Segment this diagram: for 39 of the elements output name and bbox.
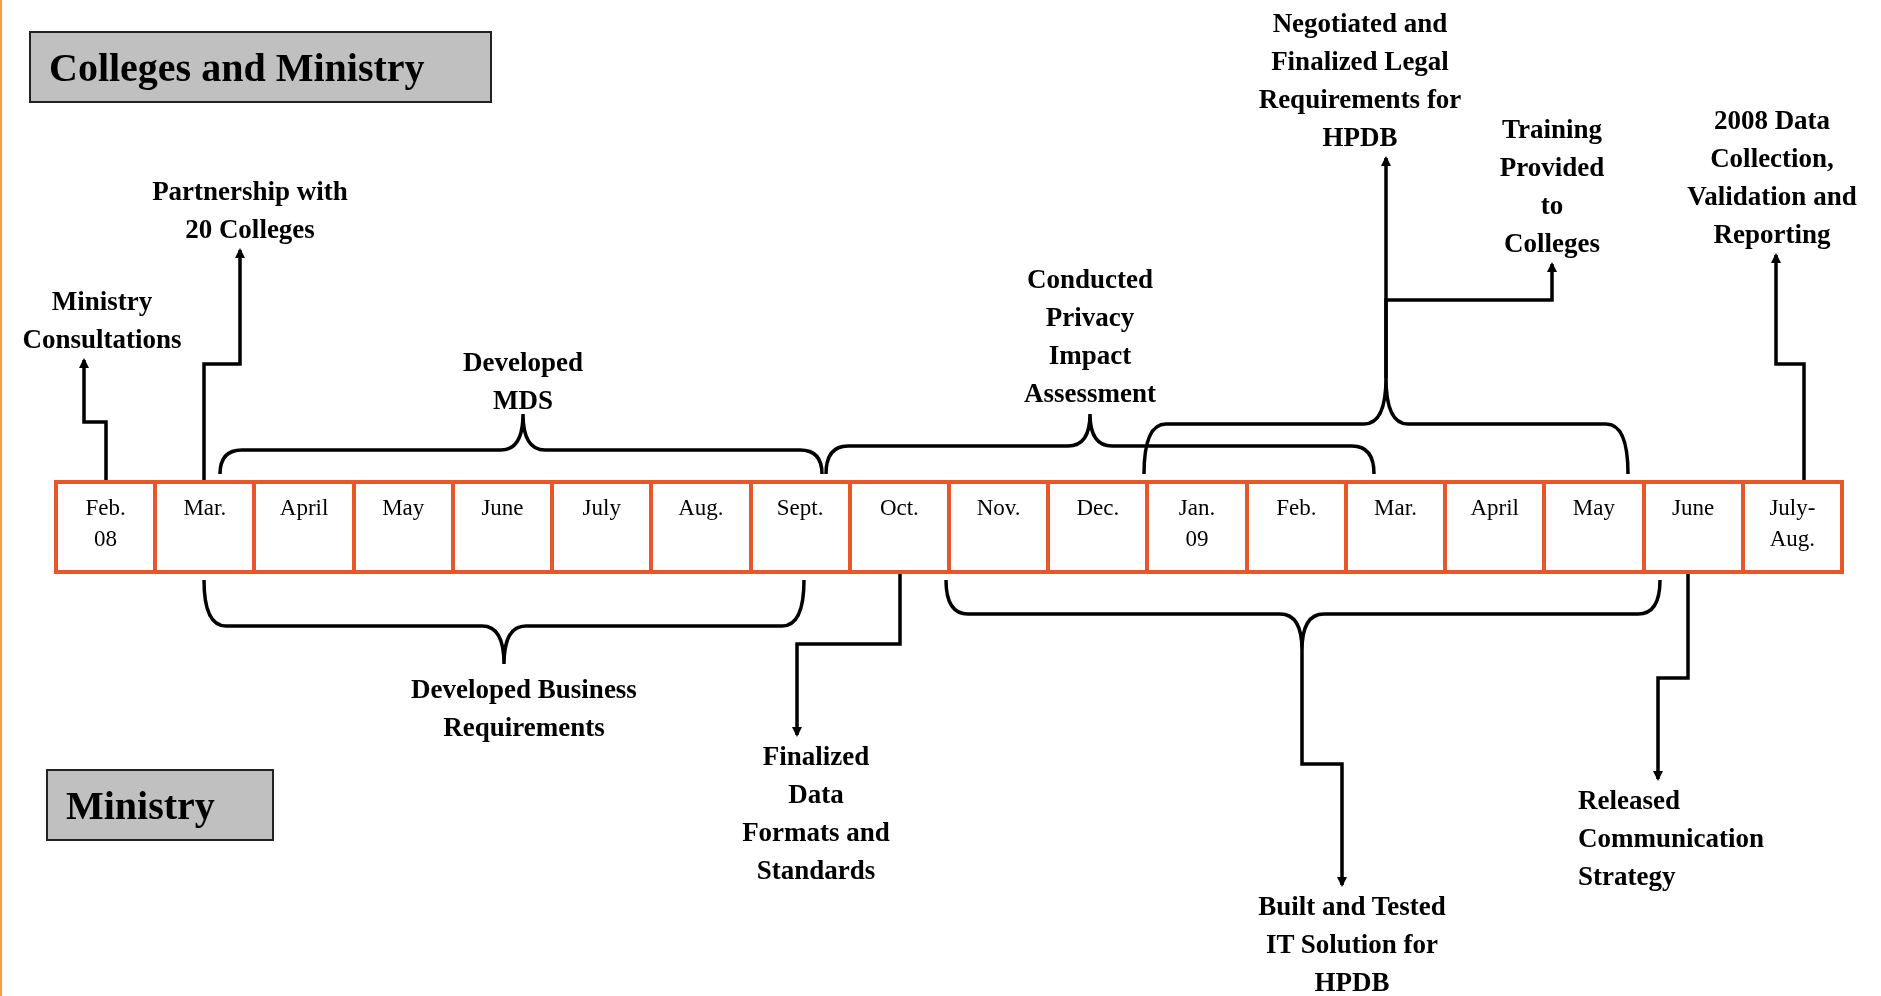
month-label: Mar. [1374,494,1417,522]
milestone-label: Finalized Data Formats and Standards [738,737,894,889]
month-label: April [1470,494,1519,522]
month-label: July-Aug. [1768,494,1817,553]
milestone-label: Negotiated and Finalized Legal Requirements for HPDB [1240,4,1480,156]
group-heading: Ministry [46,769,274,841]
milestone-label: Training Provided to Colleges [1499,110,1605,262]
milestone-label: Released Communication Strategy [1578,781,1818,895]
month-label: Nov. [976,494,1021,522]
milestone-label: 2008 Data Collection, Validation and Reporting [1666,101,1878,253]
month-label: Jan. 09 [1177,494,1217,553]
arrow [792,574,902,737]
milestone-label: Developed Business Requirements [384,670,664,746]
milestone-label: Developed MDS [443,343,603,419]
arrow [79,358,108,480]
month-label: Sept. [776,494,824,522]
month-label: May [382,494,425,522]
bracket [944,579,1662,652]
milestone-label: Conducted Privacy Impact Assessment [1005,260,1175,412]
milestone-label: Partnership with 20 Colleges [137,172,363,248]
month-label: May [1572,494,1615,522]
month-label: June [481,494,524,522]
milestone-label: Ministry Consultations [0,282,207,358]
month-label: Mar. [183,494,227,522]
month-label: Feb. [1276,494,1317,522]
milestone-label: Built and Tested IT Solution for HPDB [1244,887,1460,996]
month-label: Oct. [879,494,919,522]
arrow [1384,262,1557,378]
arrow [1300,650,1347,887]
arrow [202,248,245,480]
arrow [1771,253,1806,480]
month-label: Dec. [1076,494,1120,522]
month-label: July [582,494,621,522]
month-label: Aug. [678,494,724,522]
arrow [1653,574,1690,781]
month-label: Feb. 08 [84,494,127,553]
month-label: June [1672,494,1715,522]
group-heading: Colleges and Ministry [29,31,492,103]
month-label: April [279,494,329,522]
